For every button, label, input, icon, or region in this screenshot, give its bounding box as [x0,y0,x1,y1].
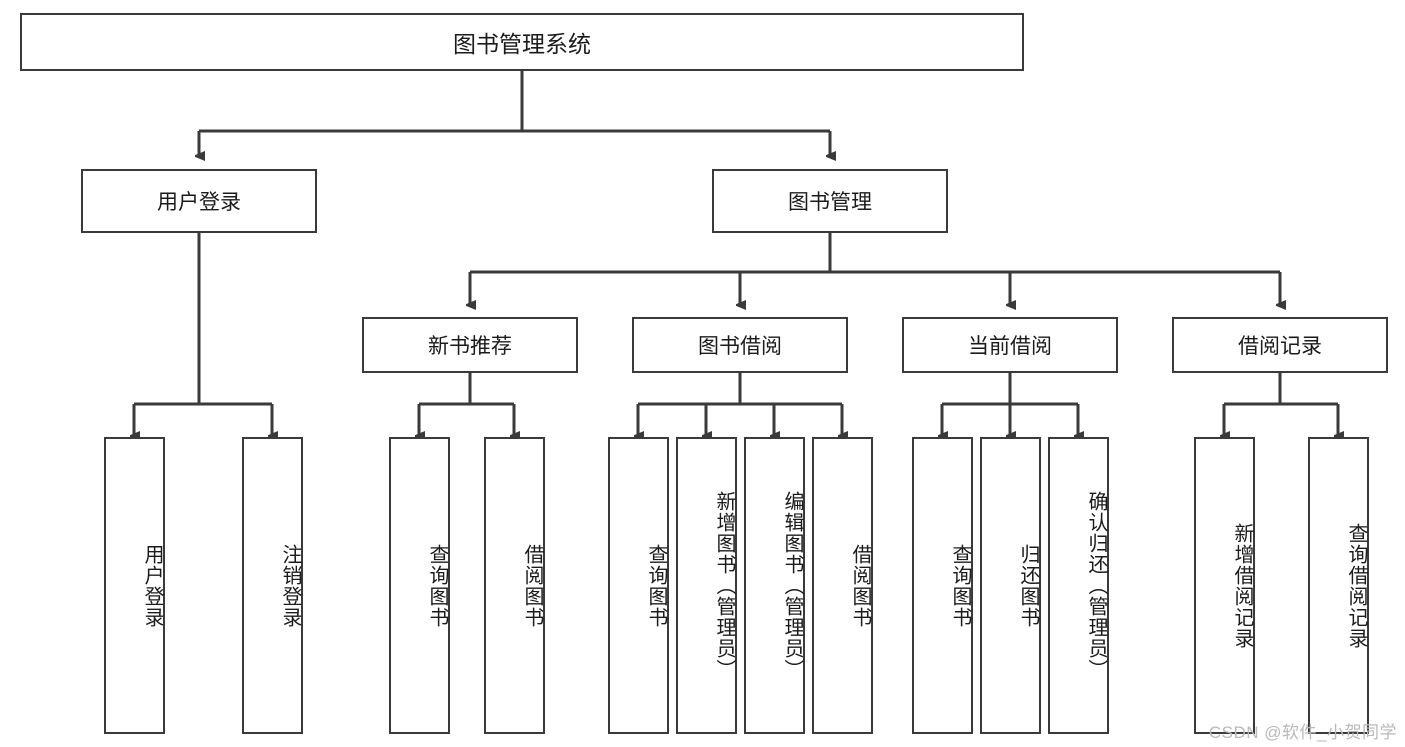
node-new-book-recommend[interactable]: 新书推荐 [362,317,578,373]
node-label: 注销登录 [279,543,301,628]
node-label: 新书推荐 [428,335,512,358]
leaf-user-login-login[interactable]: 用户登录 [104,437,165,734]
node-label: 确认归还（管理员） [1085,491,1107,680]
leaf-borrow-record-add-record[interactable]: 新增借阅记录 [1194,437,1255,734]
node-label: 查询图书 [949,543,971,628]
node-user-login[interactable]: 用户登录 [81,169,317,233]
leaf-new-book-query-book[interactable]: 查询图书 [389,437,450,734]
leaf-current-borrow-confirm-return-admin[interactable]: 确认归还（管理员） [1048,437,1109,734]
node-label: 查询借阅记录 [1345,522,1367,649]
node-label: 图书借阅 [698,335,782,358]
node-label: 图书管理 [788,191,872,214]
node-root-book-management-system[interactable]: 图书管理系统 [20,13,1024,71]
node-book-borrow[interactable]: 图书借阅 [632,317,848,373]
leaf-book-borrow-edit-book-admin[interactable]: 编辑图书（管理员） [744,437,805,734]
leaf-borrow-record-query-record[interactable]: 查询借阅记录 [1308,437,1369,734]
node-label: 新增图书（管理员） [713,491,735,680]
node-label: 用户登录 [157,191,241,214]
node-borrow-record[interactable]: 借阅记录 [1172,317,1388,373]
node-label: 新增借阅记录 [1231,522,1253,649]
node-label: 用户登录 [141,543,163,628]
leaf-new-book-borrow-book[interactable]: 借阅图书 [484,437,545,734]
node-label: 查询图书 [645,543,667,628]
node-label: 图书管理系统 [453,31,591,57]
leaf-user-login-logout[interactable]: 注销登录 [242,437,303,734]
node-label: 编辑图书（管理员） [781,491,803,680]
watermark-credit: CSDN @软件_小贺同学 [1208,723,1397,742]
leaf-current-borrow-query-book[interactable]: 查询图书 [912,437,973,734]
node-label: 查询图书 [426,543,448,628]
node-book-management[interactable]: 图书管理 [712,169,948,233]
leaf-book-borrow-query-book[interactable]: 查询图书 [608,437,669,734]
node-label: 借阅记录 [1238,335,1322,358]
node-label: 归还图书 [1017,543,1039,628]
leaf-current-borrow-return-book[interactable]: 归还图书 [980,437,1041,734]
leaf-book-borrow-add-book-admin[interactable]: 新增图书（管理员） [676,437,737,734]
leaf-book-borrow-borrow-book[interactable]: 借阅图书 [812,437,873,734]
node-label: 当前借阅 [968,335,1052,358]
node-label: 借阅图书 [521,543,543,628]
node-label: 借阅图书 [849,543,871,628]
node-current-borrow[interactable]: 当前借阅 [902,317,1118,373]
